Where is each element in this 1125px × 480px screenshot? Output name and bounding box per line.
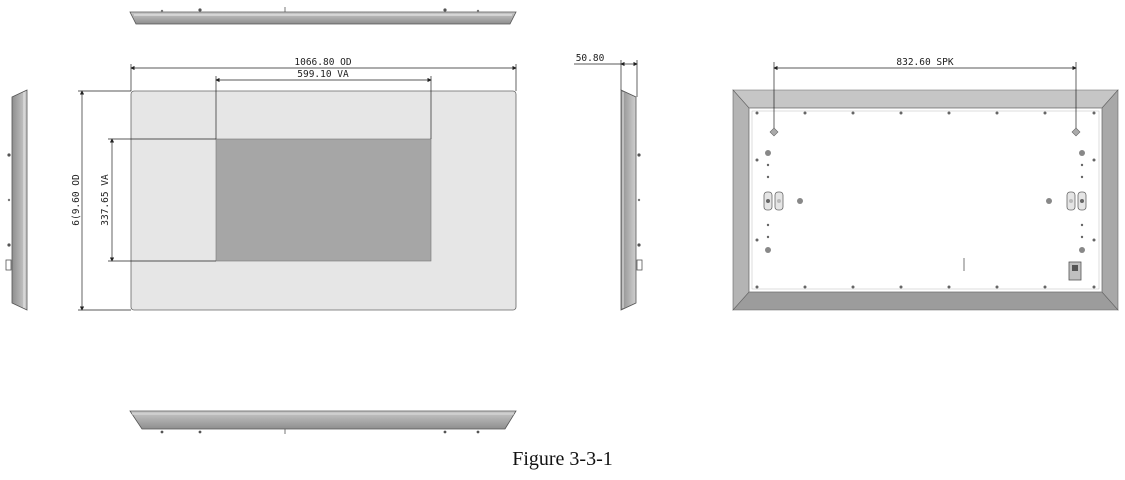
overall-height-label: 6(9.60 OD — [71, 174, 82, 226]
overall-width-label: 1066.80 OD — [294, 57, 351, 68]
active-height-label: 337.65 VA — [100, 174, 111, 226]
depth-label: 50.80 — [576, 53, 605, 64]
figure-caption: Figure 3-3-1 — [512, 448, 613, 470]
rear-view — [732, 89, 1119, 311]
dim-overall-height — [78, 90, 131, 311]
mounting-holes — [755, 111, 1096, 289]
front-view — [130, 90, 517, 311]
active-area — [215, 138, 432, 262]
dim-active-width — [215, 76, 432, 139]
top-view — [129, 7, 517, 25]
dim-depth — [574, 60, 638, 97]
speaker-pitch-label: 832.60 SPK — [896, 57, 953, 68]
dim-active-height — [108, 138, 216, 262]
right-side-view — [620, 89, 643, 311]
dim-overall-width — [130, 64, 517, 91]
dim-speaker-pitch — [773, 62, 1077, 128]
active-width-label: 599.10 VA — [297, 69, 349, 80]
bottom-view — [129, 410, 517, 434]
left-side-view — [5, 89, 28, 311]
